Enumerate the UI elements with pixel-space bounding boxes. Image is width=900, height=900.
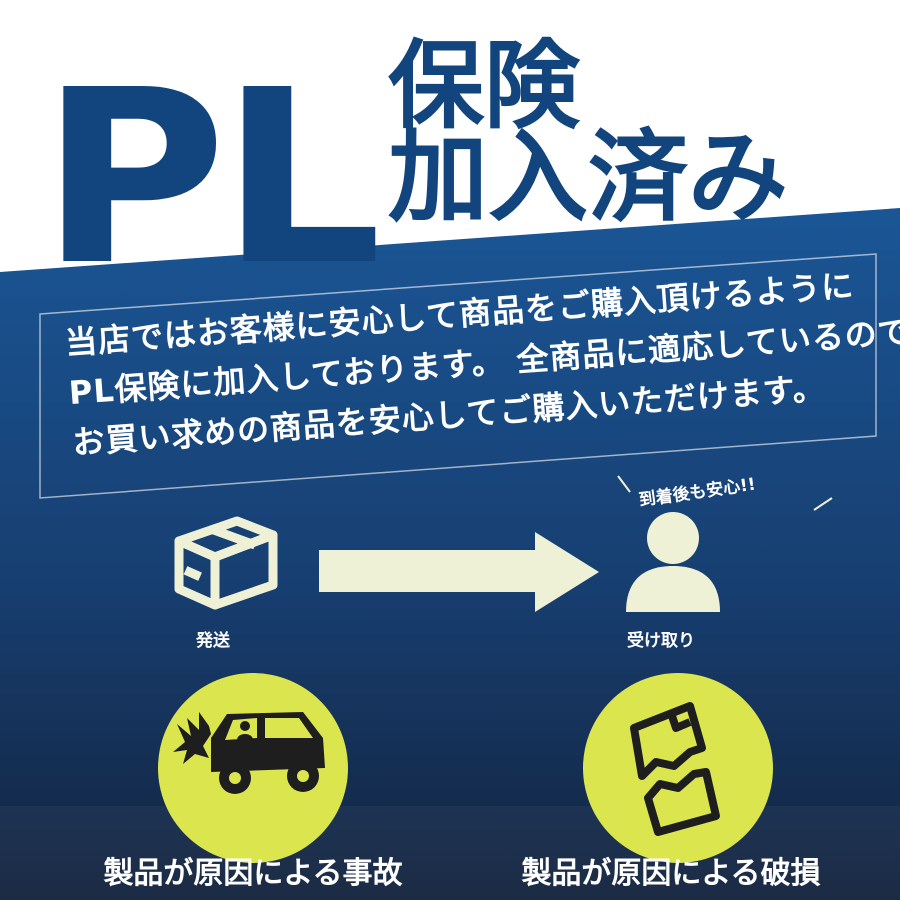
case-damage-label: 製品が原因による破損 <box>521 856 821 891</box>
receive-label: 受け取り <box>627 631 695 651</box>
broken-document-icon <box>583 673 773 863</box>
person-icon <box>626 512 720 612</box>
enrolled-heading: 加入済み <box>388 119 788 236</box>
car-accident-icon <box>158 673 348 863</box>
insurance-heading: 保険 <box>388 30 580 142</box>
box-icon <box>174 516 278 610</box>
pl-heading: PL <box>40 38 382 318</box>
ship-label: 発送 <box>196 631 230 651</box>
case-accident-label: 製品が原因による事故 <box>103 856 403 891</box>
arrow-right-icon <box>319 532 599 612</box>
note-decoration <box>617 475 833 511</box>
